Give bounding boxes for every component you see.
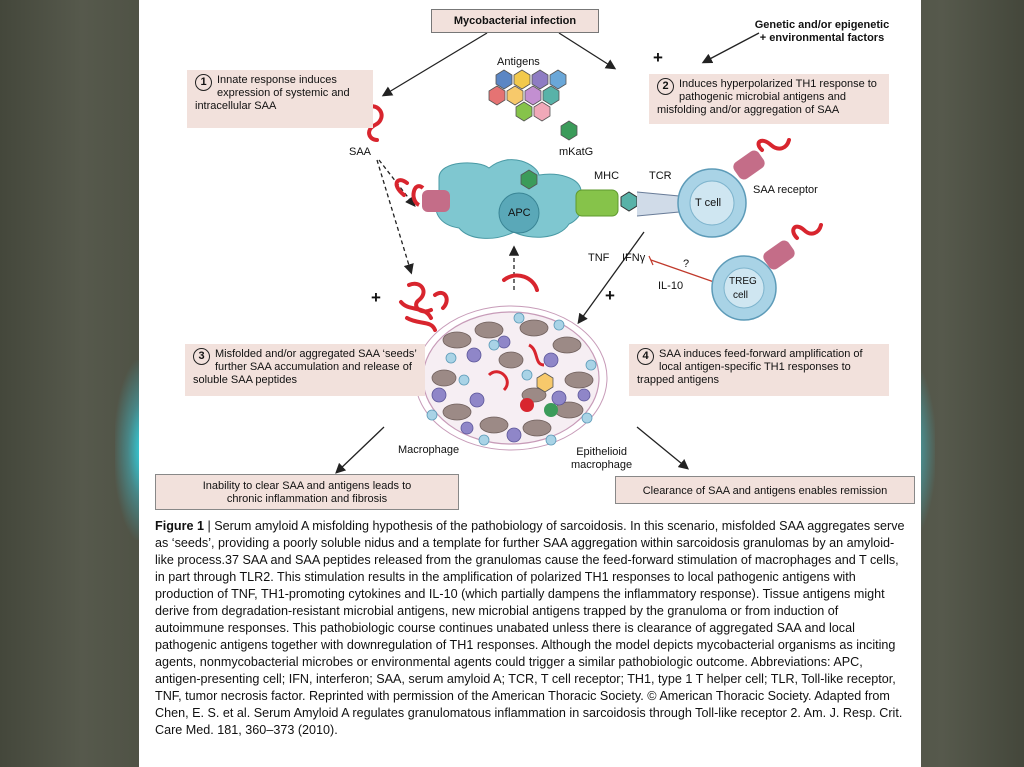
infection-box: Mycobacterial infection xyxy=(431,9,599,33)
il10-label: IL-10 xyxy=(658,280,684,292)
step-2-number: 2 xyxy=(657,78,674,95)
infection-label: Mycobacterial infection xyxy=(453,15,577,27)
saa-label: SAA xyxy=(349,146,372,158)
step-2-box: 2 Induces hyperpolarized TH1 response to… xyxy=(649,74,889,124)
figure-label: Figure 1 xyxy=(155,519,204,533)
step-3-text: Misfolded and/or aggregated SAA ‘seeds’ … xyxy=(193,348,417,386)
tcr-label: TCR xyxy=(649,170,672,182)
plus-sign-right: + xyxy=(605,286,615,305)
outcome-chronic-box: Inability to clear SAA and antigens lead… xyxy=(155,474,459,510)
step-4-number: 4 xyxy=(637,348,654,365)
apc-nucleus xyxy=(498,192,540,234)
question-mark: ? xyxy=(683,258,690,270)
mkatg-label: mKatG xyxy=(559,146,594,158)
saa-receptor-apc xyxy=(422,190,450,212)
figure-panel: Mycobacterial infection Genetic and/or e… xyxy=(139,0,921,767)
antigens-cluster xyxy=(488,69,578,141)
macrophage-label: Macrophage xyxy=(398,444,460,456)
mhc-label: MHC xyxy=(594,170,620,182)
step-4-text: SAA induces feed-forward amplification o… xyxy=(637,348,863,386)
tnf-label: TNF xyxy=(588,252,610,264)
saa-receptor-label: SAA receptor xyxy=(753,184,818,196)
treg-cell-label: cell xyxy=(733,290,749,301)
step-4-box: 4 SAA induces feed-forward amplification… xyxy=(629,344,889,396)
apc-label: APC xyxy=(508,207,531,219)
step-1-text: Innate response induces expression of sy… xyxy=(195,74,350,112)
saa-receptor-tcell xyxy=(733,150,765,180)
plus-sign-top: + xyxy=(653,48,663,67)
saa-receptor-treg xyxy=(763,240,795,270)
granuloma xyxy=(414,305,608,451)
step-2-text: Induces hyperpolarized TH1 response to p… xyxy=(657,78,877,116)
genetic-factors-text: Genetic and/or epigenetic + environmenta… xyxy=(754,19,890,44)
outcome-remission-box: Clearance of SAA and antigens enables re… xyxy=(615,476,915,504)
genetic-factors-label: Genetic and/or epigenetic + environmenta… xyxy=(737,6,907,45)
treg-label: TREG xyxy=(729,276,757,287)
caption-text: | Serum amyloid A misfolding hypothesis … xyxy=(155,519,905,737)
plus-sign-left: + xyxy=(371,288,381,307)
diagram-canvas xyxy=(335,32,823,474)
step-3-number: 3 xyxy=(193,348,210,365)
step-1-box: 1 Innate response induces expression of … xyxy=(187,70,373,128)
t-cell-label: T cell xyxy=(695,197,722,209)
outcome-remission-text: Clearance of SAA and antigens enables re… xyxy=(642,485,888,497)
antigens-label: Antigens xyxy=(497,56,540,68)
step-1-number: 1 xyxy=(195,74,212,91)
outcome-chronic-text: Inability to clear SAA and antigens lead… xyxy=(202,480,412,505)
epithelioid-label: Epithelioid macrophage xyxy=(571,446,633,471)
step-3-box: 3 Misfolded and/or aggregated SAA ‘seeds… xyxy=(185,344,425,396)
mhc xyxy=(575,189,619,217)
tcr xyxy=(636,191,680,217)
inhibition-line xyxy=(650,259,715,283)
figure-caption: Figure 1 | Serum amyloid A misfolding hy… xyxy=(155,518,907,739)
ifn-gamma-label: IFNγ xyxy=(622,252,646,264)
